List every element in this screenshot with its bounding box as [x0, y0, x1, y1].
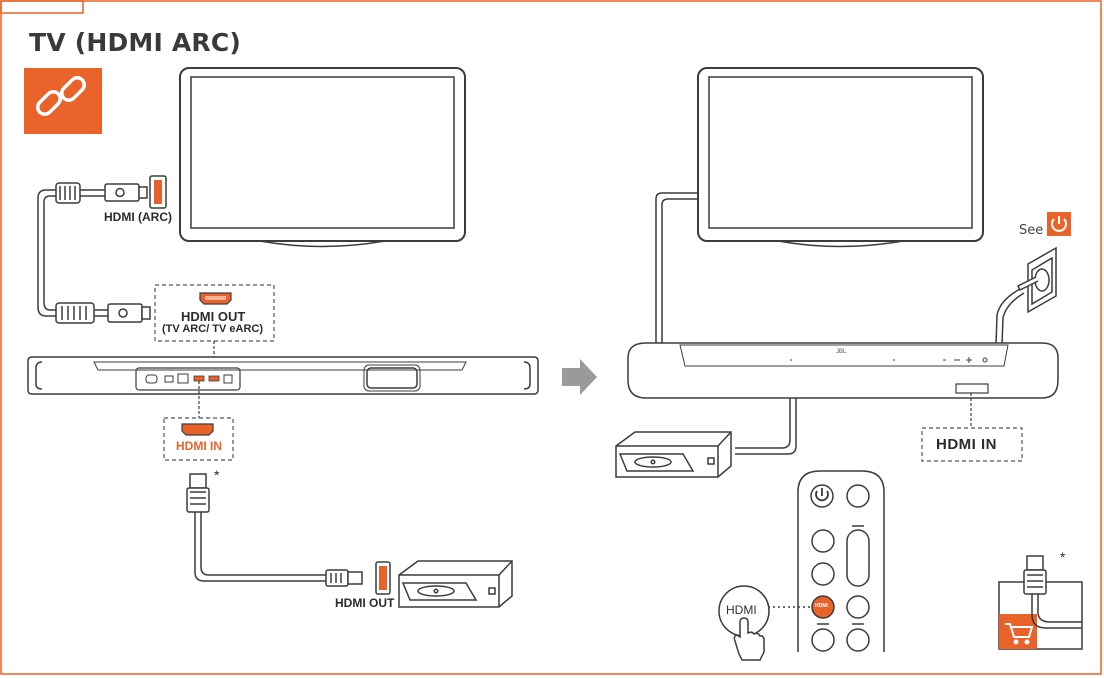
remote-control [797, 470, 885, 652]
right-hdmi-in-callout [921, 427, 1023, 462]
hdmi-out-sub-label: (TV ARC/ TV eARC) [162, 323, 264, 335]
remote-hdmi-button[interactable] [811, 595, 835, 619]
cart-box [998, 555, 1083, 650]
hdmi-cable-tv [37, 182, 151, 324]
soundbar-player-cable [735, 398, 797, 455]
hdmi-out-label: HDMI OUT [181, 309, 246, 324]
remote-hdmi-callout-label: HDMI [726, 603, 757, 617]
media-player-right [615, 431, 732, 478]
tv-right [697, 67, 984, 248]
asterisk-left: * [214, 467, 220, 483]
tv-left [179, 67, 466, 248]
hdmi-out-port-icon [199, 292, 232, 305]
soundbar-left [27, 356, 539, 395]
power-icon [1047, 212, 1071, 236]
right-hdmi-in-label: HDMI IN [936, 436, 997, 453]
remote-hdmi-button-label: HDMI [815, 603, 828, 609]
corner-tab [0, 0, 84, 14]
hdmi-in-label: HDMI IN [176, 439, 222, 453]
see-label: See [1019, 223, 1044, 238]
soundbar-right-buttons [943, 357, 988, 363]
remote-power-icon [815, 488, 829, 502]
player-hdmi-port [375, 561, 391, 595]
hand-pointer-icon [733, 617, 765, 661]
cart-icon [1005, 623, 1034, 645]
soundbar-brand-label: JBL [836, 349, 847, 355]
tv-soundbar-cable [655, 192, 698, 345]
arrow-right-icon [562, 359, 597, 395]
link-icon [24, 68, 102, 134]
asterisk-right: * [1060, 549, 1066, 565]
hdmi-cable-player [186, 473, 363, 587]
page-title: TV (HDMI ARC) [29, 28, 242, 57]
tv-hdmi-port [149, 175, 167, 209]
tv-hdmi-arc-label: HDMI (ARC) [104, 210, 172, 224]
media-player-left [398, 560, 513, 608]
hdmi-in-port-icon [181, 423, 214, 436]
cart-cable [1023, 555, 1082, 629]
soundbar-right [627, 342, 1059, 399]
power-outlet [995, 246, 1057, 346]
player-hdmi-out-label: HDMI OUT [335, 596, 395, 610]
